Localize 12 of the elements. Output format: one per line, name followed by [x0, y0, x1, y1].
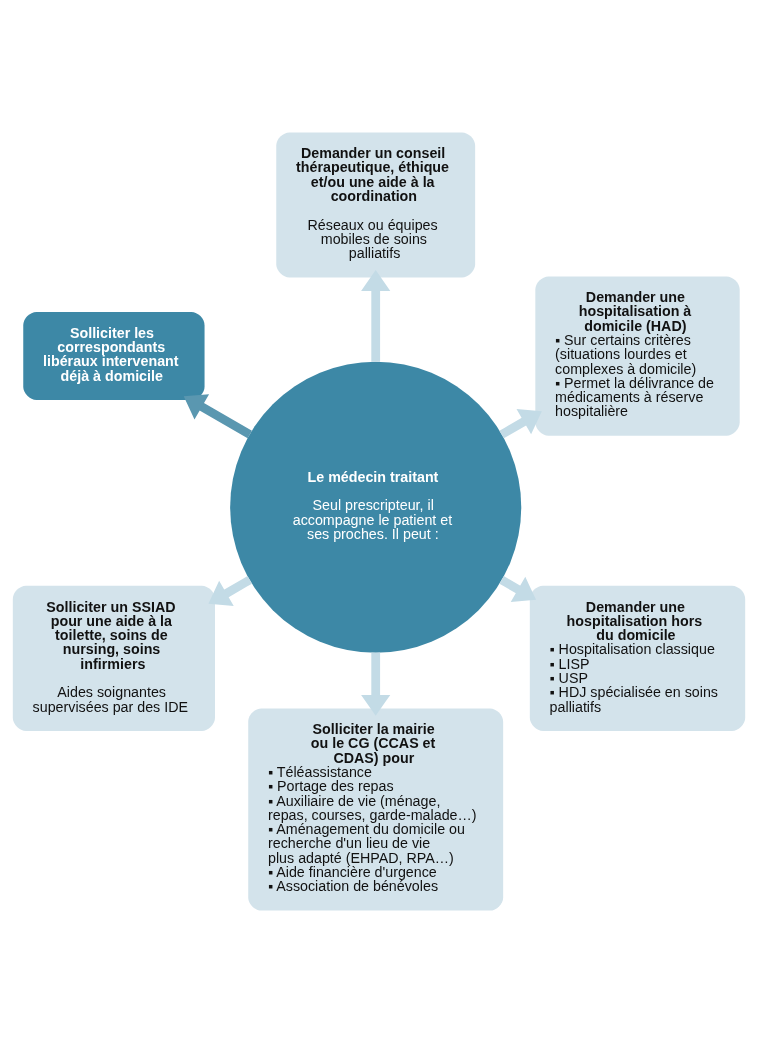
- arrow: [208, 575, 252, 606]
- node-box: Demander une hospitalisation hors du domicile ▪ Hospitalisation classique ▪ LISP ▪ USP ▪ HDJ spécialisée en soins palliatifs: [529, 585, 746, 731]
- arrow: [499, 575, 537, 602]
- arrow: [361, 269, 391, 362]
- node-box: Solliciter les correspondants libéraux intervenant déjà à domicile: [23, 311, 205, 400]
- node-box: Demander une hospitalisation à domicile (HAD) ▪ Sur certains critères (situations lourdes et complexes à domicile) ▪ Permet la délivrance de médicaments à réserve hospitalière: [535, 275, 740, 436]
- node-box: Demander un conseil thérapeutique, éthique et/ou une aide à la coordination Réseaux ou équipes mobiles de soins palliatifs: [276, 131, 476, 277]
- node-box: Solliciter la mairie ou le CG (CCAS et CDAS) pour ▪ Téléassistance ▪ Portage des repas ▪ Auxiliaire de vie (ménage, repas, courses, garde-malade…) ▪ Aménagement du domicile ou recherche d'un lieu de vie plus adapté (EHPAD, RPA…) ▪ Aide financière d'urgence ▪ Association de bénévoles: [248, 707, 504, 911]
- arrow: [499, 408, 542, 438]
- node-box: Solliciter un SSIAD pour une aide à la toilette, soins de nursing, soins infirmiers Aides soignantes supervisées par des IDE: [12, 585, 215, 731]
- arrow: [361, 652, 391, 716]
- arrow: [183, 393, 252, 438]
